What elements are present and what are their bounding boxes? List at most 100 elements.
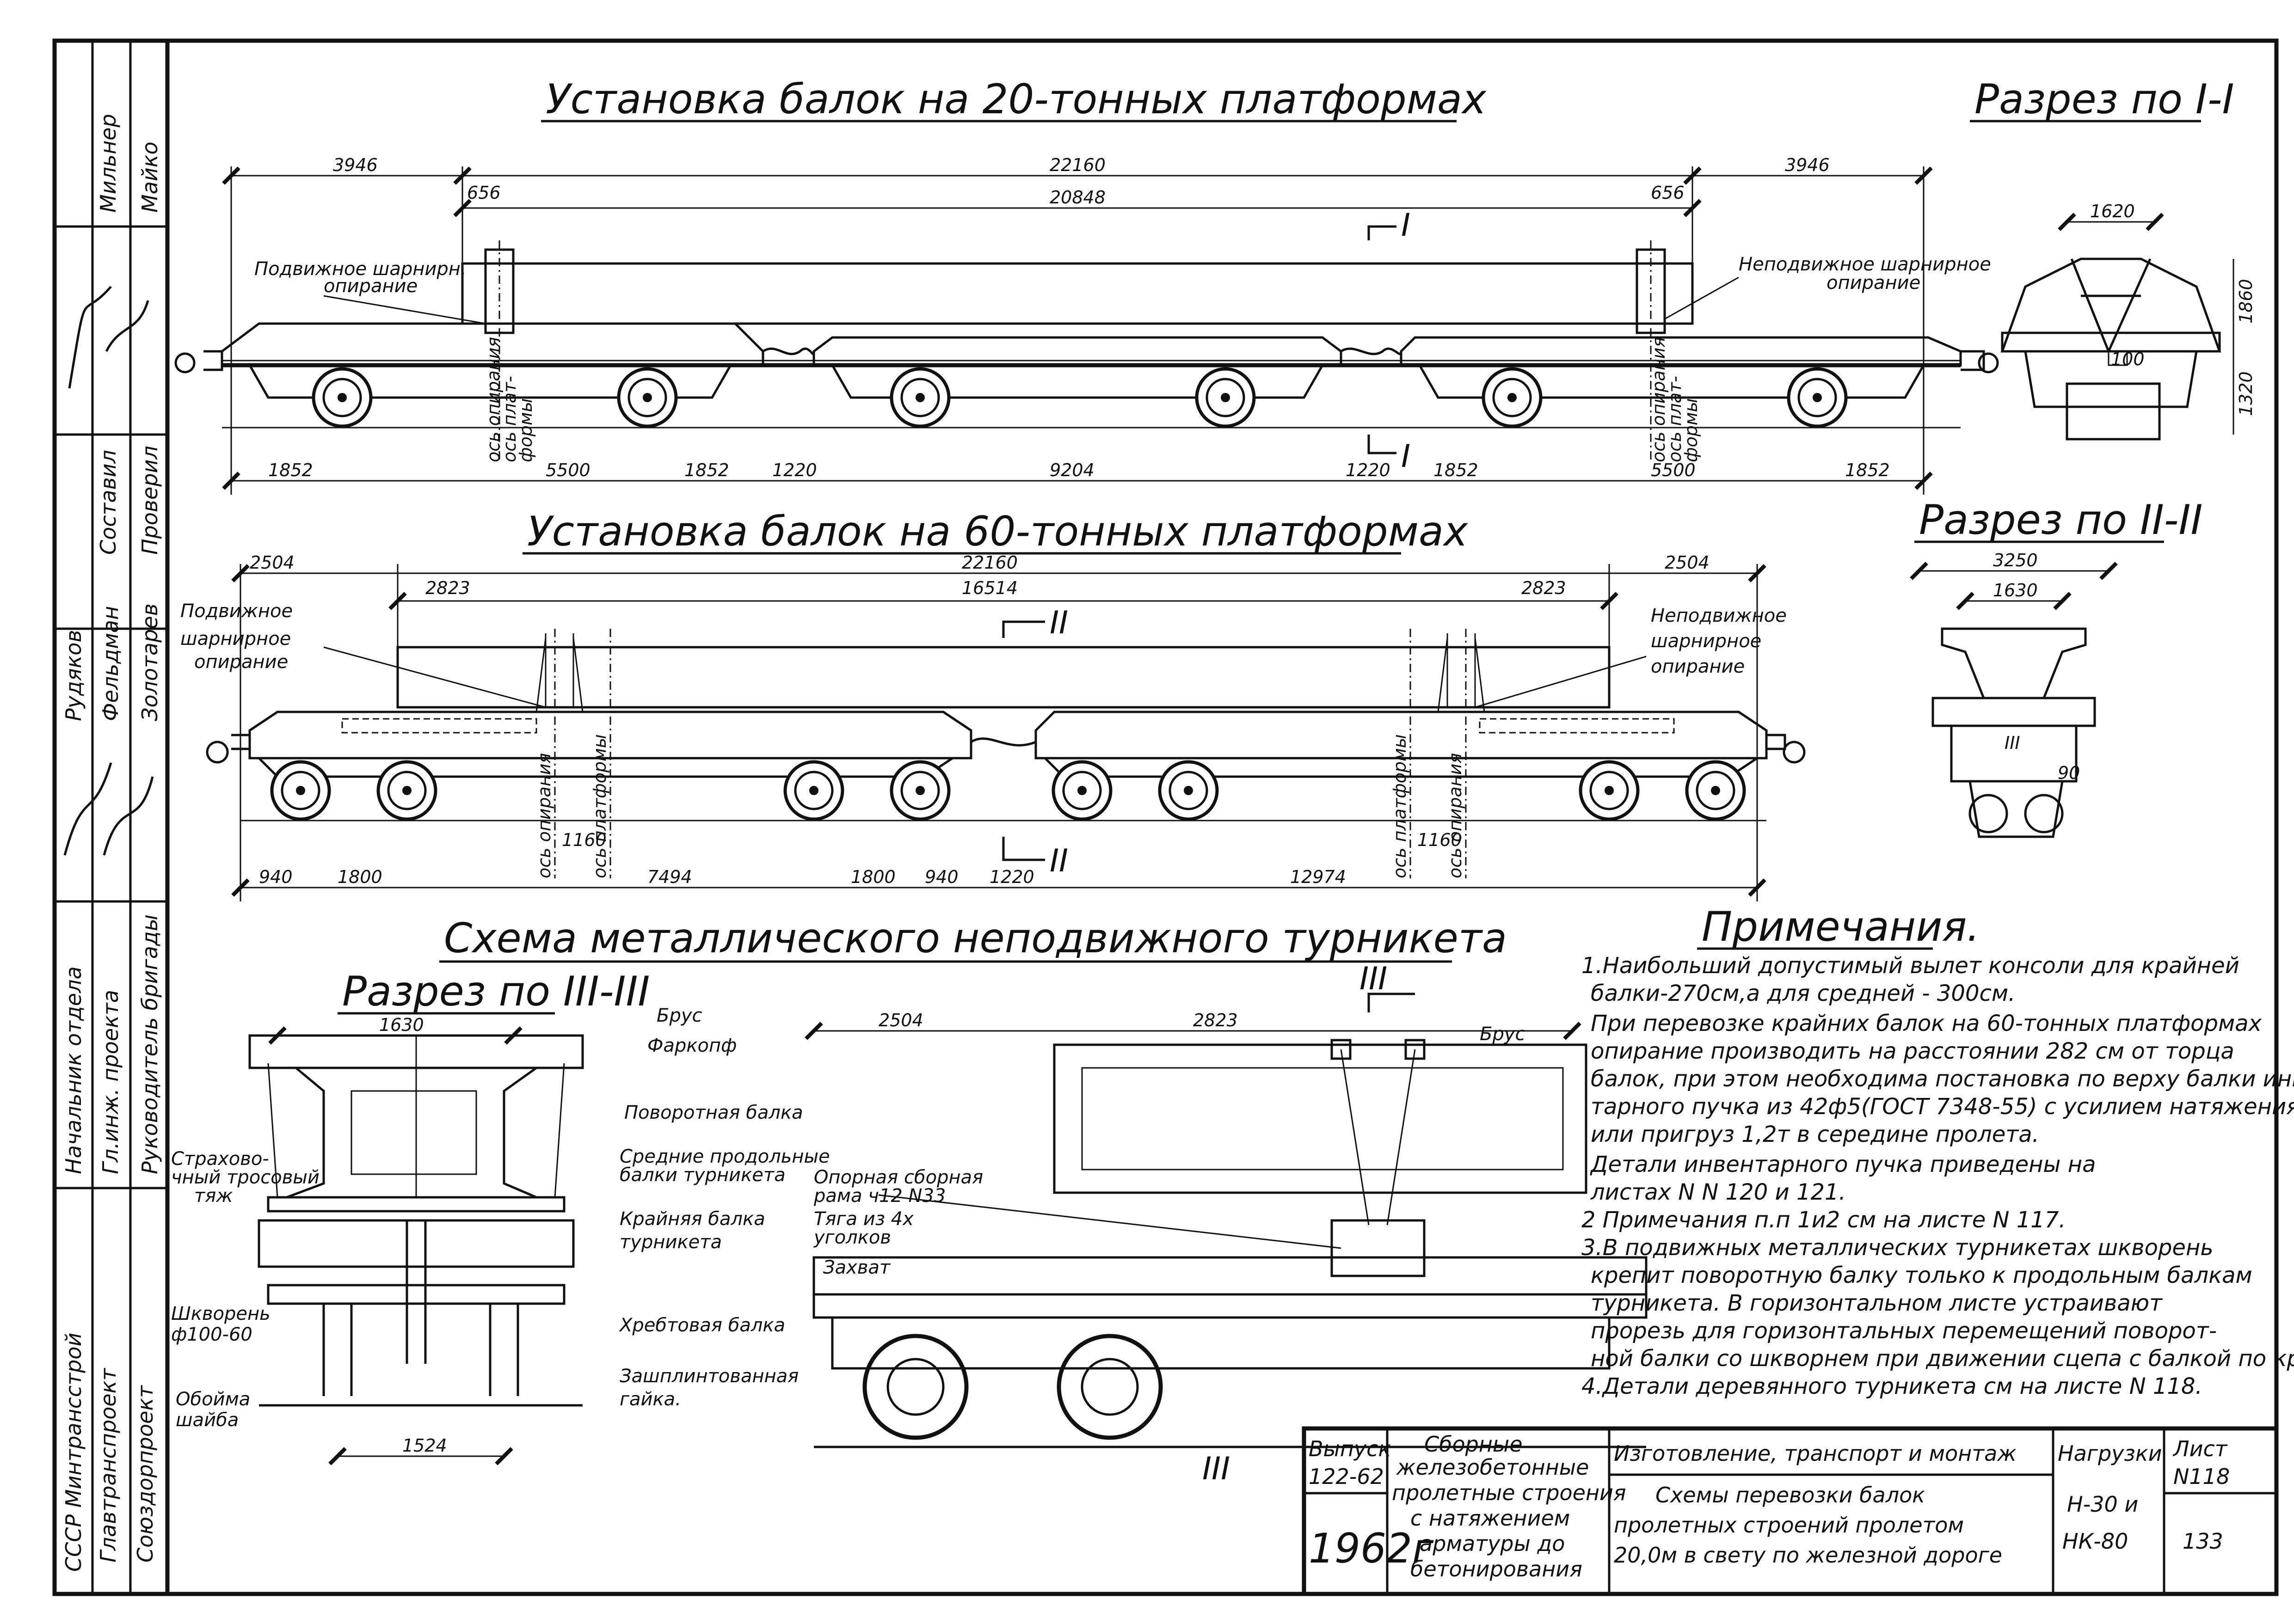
turn-label-4: уголков <box>813 1227 891 1248</box>
turn-dim-2: 2823 <box>1193 1010 1238 1030</box>
dim-bot-3: 1852 <box>684 460 729 480</box>
note-line-11: 3.В подвижных металлических турникетах ш… <box>1581 1235 2214 1261</box>
turn-label-5: Захват <box>823 1257 891 1278</box>
side-role-1: Начальник отдела <box>61 966 86 1174</box>
stamp-sheet-label: Лист <box>2172 1436 2228 1461</box>
stamp-series-2: железобетонные <box>1396 1455 1589 1480</box>
turnstile-elevation: 2504 2823 Опорная сборная рама ч12 N33 Т… <box>805 961 1648 1487</box>
dim-top-2: 22160 <box>1050 155 1106 175</box>
section-I-I: 1620 100 1860 1320 <box>2000 201 2256 441</box>
label-fixed-support-1: Неподвижное шарнирное <box>1739 254 1991 275</box>
turn-dim-1: 2504 <box>879 1010 923 1030</box>
note-line-1: 1.Наибольший допустимый вылет консоли дл… <box>1581 953 2239 979</box>
tl-label-4: Шкворень <box>171 1303 271 1324</box>
label-mov-support-1: Подвижное шарнирн. <box>254 258 467 280</box>
stamp-vypusk: 122-62 <box>1309 1464 1384 1489</box>
note-line-16: 4.Детали деревянного турникета см на лис… <box>1581 1373 2202 1399</box>
sheet-border <box>52 38 2279 1596</box>
note-line-6: тарного пучка из 42ф5(ГОСТ 7348-55) с ус… <box>1591 1094 2294 1120</box>
stamp-section: Изготовление, транспорт и монтаж <box>1614 1441 2017 1466</box>
axis60-a1: ось опирания <box>534 753 554 878</box>
cut-mark-2-bottom: II <box>1050 843 1068 879</box>
dim-bot-1: 1852 <box>268 460 313 480</box>
cut1-dim-width: 1620 <box>2090 201 2135 221</box>
platform-60t-1 <box>248 711 972 760</box>
note-line-10: 2 Примечания п.п 1и2 см на листе N 117. <box>1581 1207 2066 1233</box>
dim60-1160-a: 1160 <box>562 830 607 850</box>
note-line-5: балок, при этом необходима постановка по… <box>1591 1066 2294 1092</box>
axis-right-2: ось плат- <box>1665 376 1685 462</box>
dim-bot-9: 1852 <box>1845 460 1890 480</box>
side-org-1: СССР Минтрансстрой <box>61 1333 86 1572</box>
stamp-sheet: N118 <box>2173 1464 2230 1489</box>
label60-mov-2: шарнирное <box>180 628 291 650</box>
side-name-4: Мильнер <box>96 114 121 213</box>
wheel <box>378 762 436 819</box>
tr-label-3: Поворотная балка <box>624 1102 803 1123</box>
label60-mov-3: опирание <box>194 651 288 673</box>
dim-inner-2: 20848 <box>1050 187 1106 208</box>
stamp-title-1: Схемы перевозки балок <box>1655 1483 1925 1508</box>
note-line-15: ной балки со шкворнем при движении сцепа… <box>1591 1346 2294 1372</box>
axis-right-1: ось опирания <box>1648 337 1669 462</box>
stamp-page: 133 <box>2183 1529 2223 1554</box>
dim60-bot-4: 1800 <box>851 867 896 887</box>
turn-label-2: рама ч12 N33 <box>813 1185 946 1207</box>
tr-label-2: Фаркопф <box>647 1035 737 1056</box>
cut2-tag-iii: III <box>2005 733 2020 753</box>
stamp-load-1: Н-30 и <box>2067 1492 2138 1517</box>
wheel <box>314 369 371 426</box>
side-name-2: Фельдман <box>98 606 123 721</box>
note-line-8: Детали инвентарного пучка приведены на <box>1590 1152 2096 1177</box>
title-20t: Установка балок на 20-тонных платформах <box>546 75 1487 123</box>
label60-fix-1: Неподвижное <box>1651 605 1787 626</box>
wheel <box>1687 762 1744 819</box>
wheel <box>1581 762 1638 819</box>
dim-top-3: 3946 <box>1785 155 1830 175</box>
axis60-b1: ось платформы <box>590 734 610 878</box>
cut1-dim-h1: 1860 <box>2236 279 2256 324</box>
tr-label-7: турникета <box>620 1232 722 1253</box>
dim-bot-7: 1852 <box>1433 460 1478 480</box>
tl-label-2: чный тросовый <box>171 1167 320 1188</box>
dim-bot-2: 5500 <box>546 460 590 480</box>
tr-label-10: гайка. <box>620 1389 681 1410</box>
side-role-3: Руководитель бригады <box>137 914 162 1174</box>
note-line-12: крепит поворотную балку только к продоль… <box>1591 1262 2252 1288</box>
cut1-tag: 100 <box>2111 349 2145 369</box>
dim-bot-8: 5500 <box>1651 460 1696 480</box>
note-line-2: балки-270см,а для средней - 300см. <box>1591 981 2015 1006</box>
side-name-1: Рудяков <box>61 630 86 721</box>
dim-bot-4: 1220 <box>772 460 817 480</box>
dim60-top-3: 2504 <box>1665 552 1710 573</box>
wheel <box>892 369 949 426</box>
side-org-3: Союздорпроект <box>133 1385 158 1563</box>
wheel <box>1483 369 1541 426</box>
wheel <box>619 369 676 426</box>
side-name-3: Золотарев <box>137 603 162 721</box>
dim-bot-5: 9204 <box>1050 460 1095 480</box>
tr-label-5: балки турникета <box>620 1164 786 1186</box>
stamp-year: 1962г <box>1309 1525 1434 1572</box>
dim60-bot-3: 7494 <box>647 867 692 887</box>
tr-label-6: Крайняя балка <box>620 1208 765 1230</box>
side-checked: Проверил <box>137 446 162 555</box>
dim60-bot-1: 940 <box>259 867 293 887</box>
dim60-bot-5: 940 <box>925 867 959 887</box>
stamp-vypusk-label: Выпуск <box>1309 1436 1391 1461</box>
title-cut3: Разрез по III-III <box>342 968 650 1015</box>
label60-fix-2: шарнирное <box>1651 631 1761 652</box>
stamp-series-3: пролетные строения <box>1392 1480 1626 1505</box>
cut2-dim-inner: 1630 <box>1993 580 2038 601</box>
stamp-load-label: Нагрузки <box>2058 1441 2162 1466</box>
cut2-dim-width: 3250 <box>1993 550 2038 570</box>
beam-20t <box>461 262 1694 325</box>
wheel <box>1789 369 1846 426</box>
tl-label-1: Страхово- <box>171 1148 269 1170</box>
axis-left-2: ось плат- <box>499 376 520 462</box>
dim-inner-1: 656 <box>467 183 501 203</box>
dim-bot-6: 1220 <box>1346 460 1390 480</box>
side-role-2: Гл.инж. проекта <box>98 990 123 1174</box>
wheel <box>892 762 949 819</box>
